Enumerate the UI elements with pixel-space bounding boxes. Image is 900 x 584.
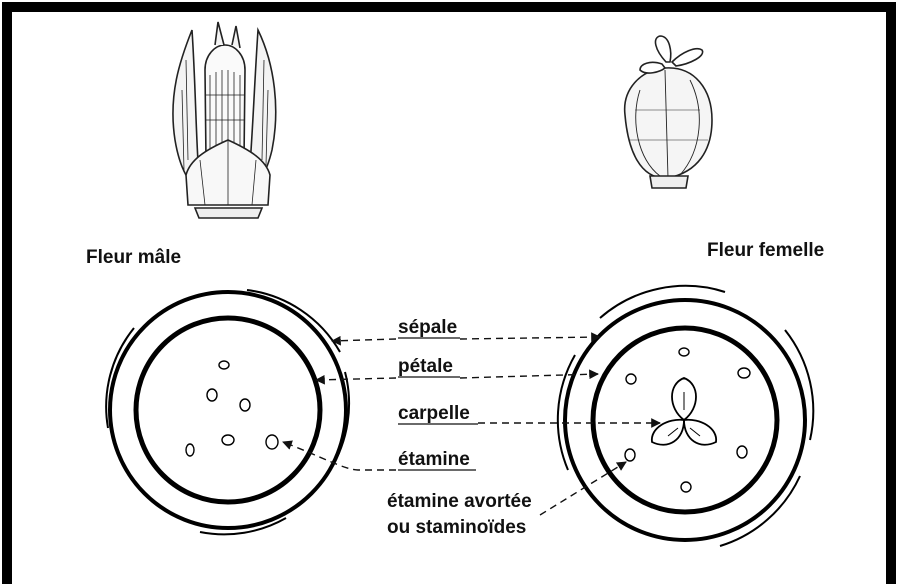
male-stamens xyxy=(186,361,278,456)
male-sepal-ring xyxy=(110,292,346,528)
label-petal: pétale xyxy=(398,356,453,377)
leader-lines xyxy=(283,337,660,515)
male-petal-ring xyxy=(136,318,320,502)
label-aborted-stamen-1: étamine avortée xyxy=(387,491,532,512)
male-flower-illustration xyxy=(173,22,276,218)
label-carpel: carpelle xyxy=(398,403,470,424)
label-stamen: étamine xyxy=(398,449,470,470)
female-floral-diagram xyxy=(558,286,813,546)
female-caption: Fleur femelle xyxy=(707,240,824,261)
female-carpel xyxy=(652,378,716,445)
label-sepal: sépale xyxy=(398,317,457,338)
label-aborted-stamen-2: ou staminoïdes xyxy=(387,517,526,538)
female-flower-illustration xyxy=(625,36,712,188)
male-caption: Fleur mâle xyxy=(86,247,181,268)
male-floral-diagram xyxy=(106,290,349,534)
